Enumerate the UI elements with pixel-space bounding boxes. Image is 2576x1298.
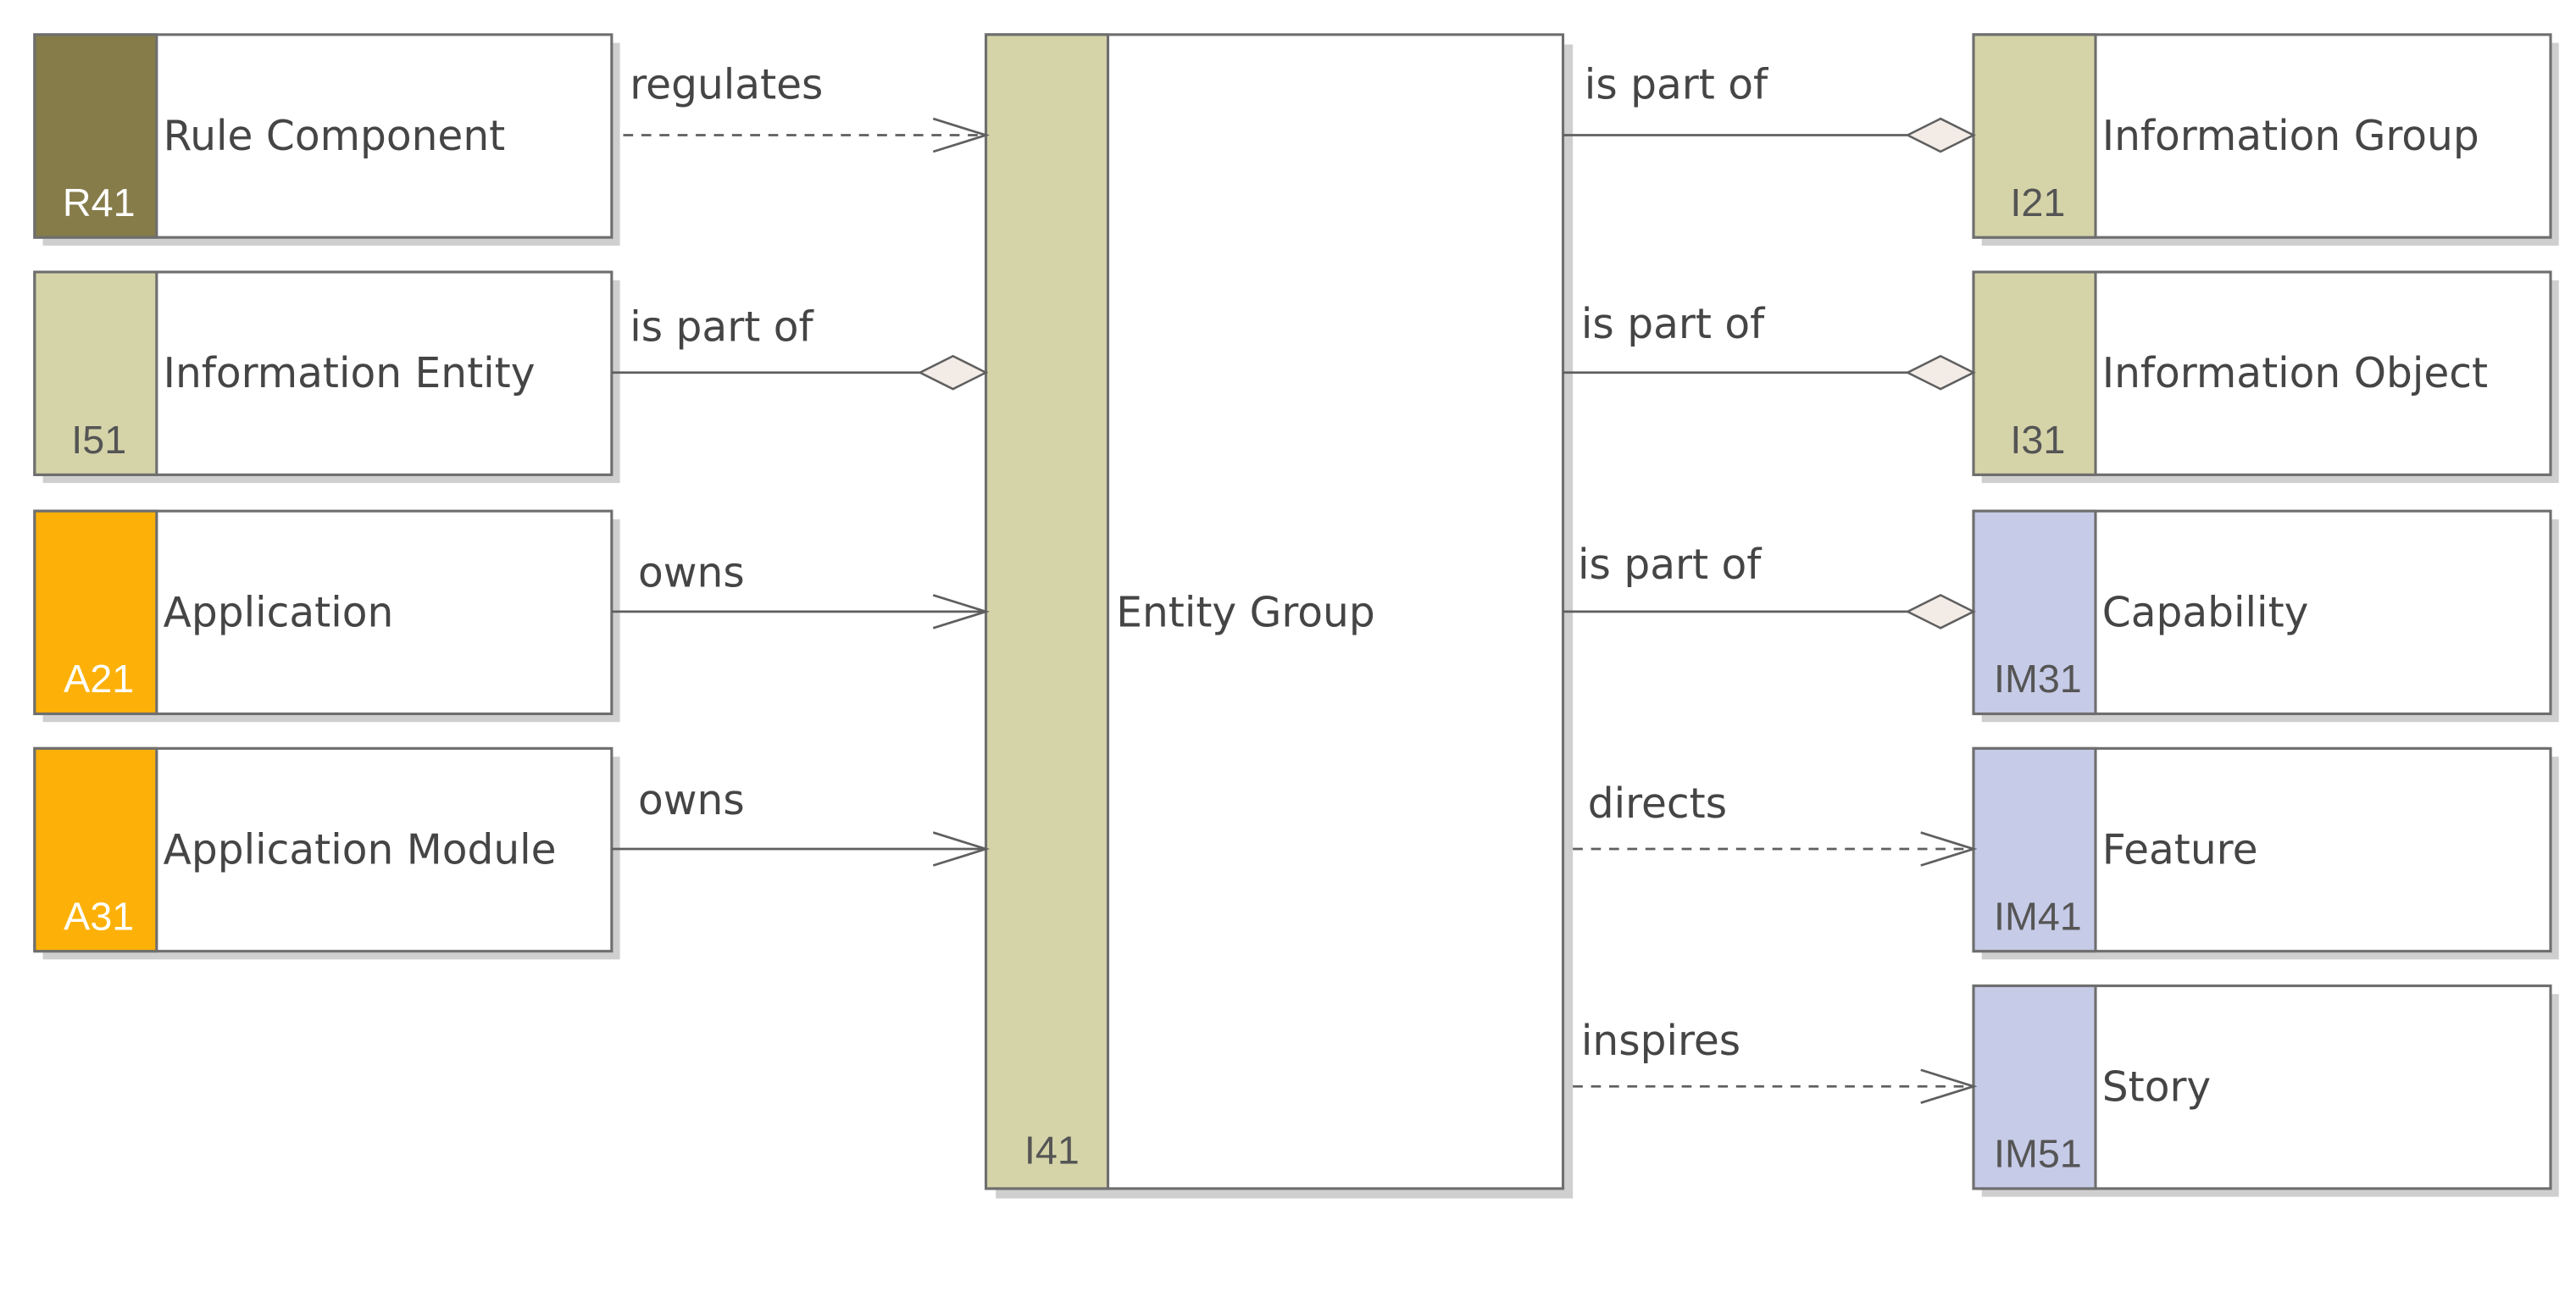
- node-label: Application Module: [164, 827, 557, 874]
- aggregation-diamond: [1905, 593, 1976, 630]
- node-color-band: [1972, 270, 2097, 476]
- arrow-head: [932, 594, 991, 630]
- arrow-head: [932, 831, 991, 867]
- node-code: R41: [63, 180, 136, 225]
- aggregation-diamond: [917, 354, 989, 391]
- node-color-band: [33, 33, 158, 239]
- node-label: Information Entity: [164, 350, 536, 397]
- relation-label: is part of: [1585, 62, 1769, 109]
- node-code: I51: [71, 418, 126, 462]
- node-color-band: [1972, 33, 2097, 239]
- node-code: A21: [64, 657, 134, 701]
- arrow-head: [932, 117, 991, 153]
- node-label: Application: [164, 589, 394, 636]
- node-color-band: [33, 270, 158, 476]
- node-label: Feature: [2102, 827, 2258, 874]
- node-color-band: [984, 33, 1110, 1190]
- node-code: I31: [2010, 418, 2065, 462]
- node-code: IM51: [1994, 1132, 2082, 1176]
- relation-label: is part of: [630, 304, 814, 352]
- relation-label: is part of: [1581, 301, 1766, 348]
- relation-label: regulates: [630, 62, 823, 109]
- arrow-head: [1920, 1068, 1978, 1104]
- node-label: Information Object: [2102, 350, 2488, 397]
- node-color-band: [1972, 984, 2097, 1190]
- node-label: Story: [2102, 1064, 2211, 1112]
- relation-label: owns: [638, 777, 745, 824]
- node-code: I21: [2010, 180, 2065, 225]
- node-label: Capability: [2102, 589, 2309, 636]
- relation-label: is part of: [1578, 541, 1763, 589]
- node-label: Entity Group: [1116, 589, 1374, 636]
- node-code: IM31: [1994, 657, 2082, 701]
- relation-label: inspires: [1581, 1018, 1740, 1065]
- node-label: Rule Component: [164, 113, 506, 160]
- node-code: I41: [1024, 1129, 1080, 1173]
- arrow-head: [1920, 831, 1978, 867]
- node-color-band: [1972, 509, 2097, 716]
- aggregation-diamond: [1905, 354, 1976, 391]
- relation-label: directs: [1588, 780, 1727, 828]
- relation-label: owns: [638, 550, 745, 597]
- node-color-band: [1972, 746, 2097, 953]
- node-label: Information Group: [2102, 113, 2479, 160]
- node-code: A31: [64, 894, 134, 938]
- aggregation-diamond: [1905, 117, 1976, 153]
- node-color-band: [33, 509, 158, 716]
- node-code: IM41: [1994, 894, 2082, 938]
- node-color-band: [33, 746, 158, 953]
